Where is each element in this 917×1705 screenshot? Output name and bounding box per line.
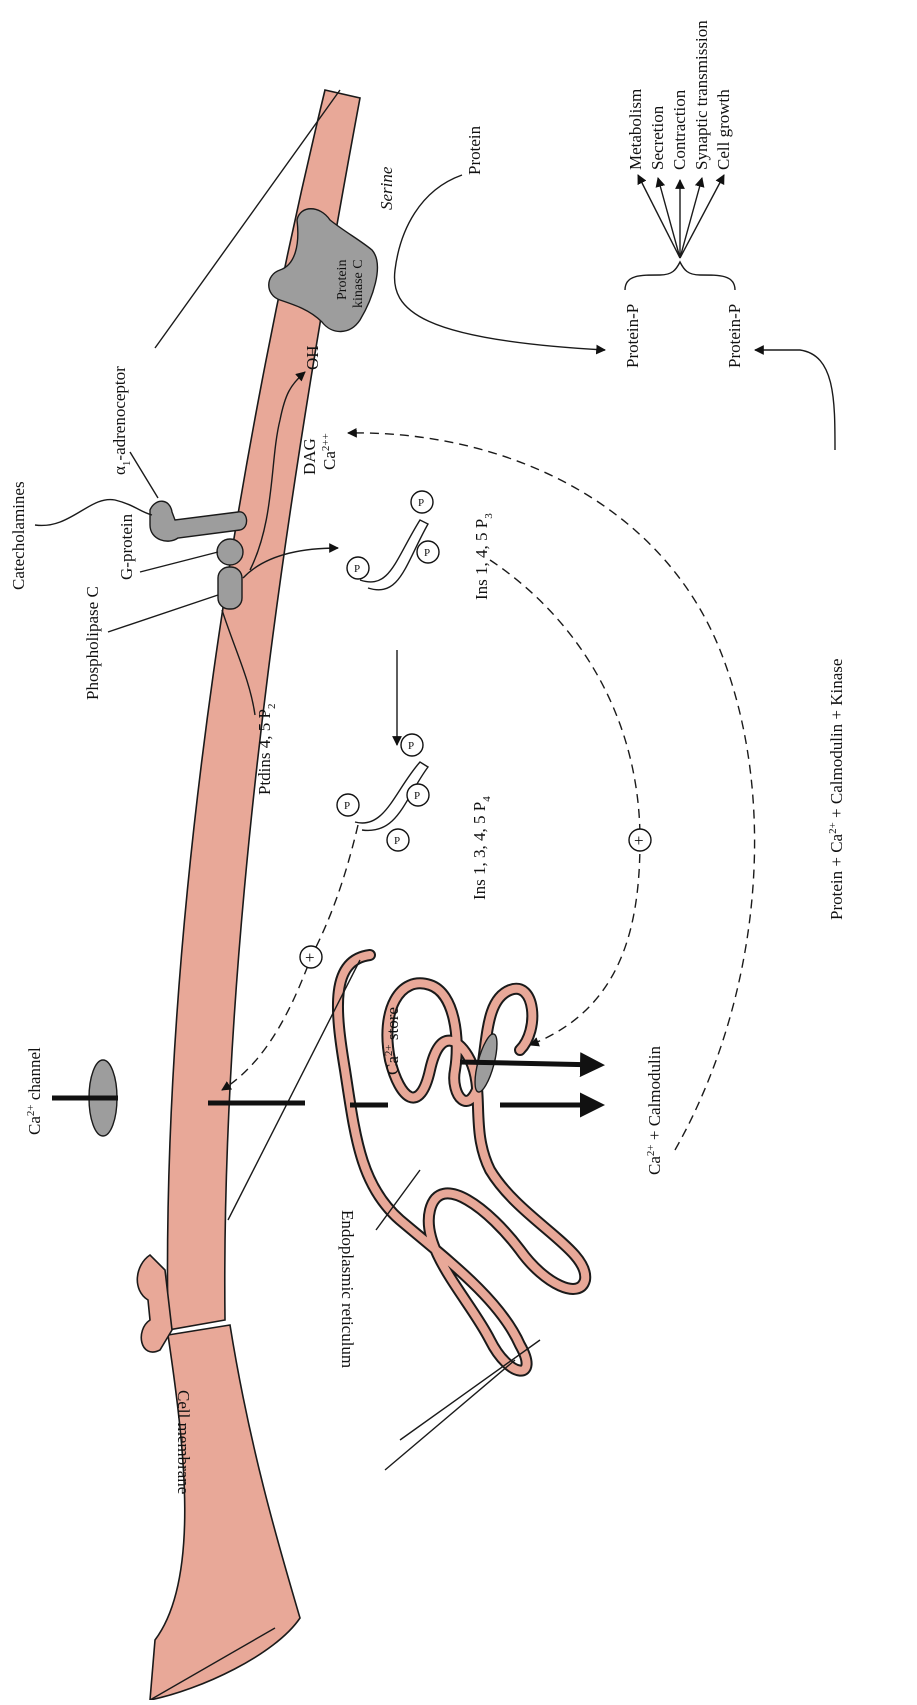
ca-dag-label: Ca2++ bbox=[320, 433, 339, 470]
ip4-plus-text: + bbox=[305, 948, 315, 967]
ip4-label: Ins 1, 3, 4, 5 P4 bbox=[470, 796, 493, 900]
er-outline bbox=[338, 955, 585, 1371]
ip3-phosphate-2-text: P bbox=[424, 547, 430, 559]
protein-p-label-2: Protein-P bbox=[725, 304, 744, 368]
alpha1-adrenoceptor-label: α1-adrenoceptor bbox=[110, 366, 133, 475]
alpha1-connector bbox=[130, 452, 158, 498]
arrow-metabolism bbox=[638, 175, 680, 258]
g-protein-label: G-protein bbox=[117, 513, 136, 580]
er-perspective-4 bbox=[385, 1360, 515, 1470]
arrow-growth bbox=[680, 175, 724, 258]
dag-label: DAG bbox=[300, 438, 319, 475]
phospholipase-connector bbox=[108, 595, 218, 632]
ip4-phosphate-3-text: P bbox=[414, 790, 420, 802]
g-protein-connector bbox=[140, 552, 218, 572]
ip3-phosphate-1-text: P bbox=[354, 563, 360, 575]
effect-contraction: Contraction bbox=[670, 89, 689, 170]
ip3-to-er-dashed bbox=[490, 560, 640, 1045]
endoplasmic-reticulum bbox=[228, 955, 585, 1470]
protein-label: Protein bbox=[465, 125, 484, 175]
serine-label: Serine bbox=[377, 166, 396, 210]
ca-calmodulin-label: Ca2+ + Calmodulin bbox=[645, 1046, 664, 1175]
ptdins-label: Ptdins 4, 5 P2 bbox=[255, 704, 278, 795]
oh-label: OH bbox=[303, 345, 322, 370]
catecholamines-label: Catecholamines bbox=[9, 481, 28, 590]
er-fill bbox=[338, 955, 585, 1371]
protein-to-protein-p-arrow bbox=[395, 175, 605, 350]
er-perspective-3 bbox=[400, 1340, 540, 1440]
equation-to-protein-p-arrow bbox=[755, 350, 835, 450]
calmodulin-kinase-equation: Protein + Ca2+ + Calmodulin + Kinase bbox=[827, 659, 846, 920]
cell-membrane-label: Cell membrane bbox=[174, 1390, 193, 1494]
alpha1-adrenoceptor-shape bbox=[150, 501, 247, 541]
g-protein-shape bbox=[217, 539, 243, 565]
arrow-synaptic bbox=[680, 178, 702, 258]
er-label: Endoplasmic reticulum bbox=[338, 1210, 357, 1368]
effect-growth: Cell growth bbox=[714, 89, 733, 170]
protein-p-label-1: Protein-P bbox=[623, 304, 642, 368]
cell-membrane bbox=[137, 90, 360, 1700]
ip4-phosphate-2-text: P bbox=[394, 835, 400, 847]
pkc-label-line1: Protein bbox=[335, 260, 350, 300]
ip4-phosphate-1-text: P bbox=[344, 800, 350, 812]
receptor-complex bbox=[150, 501, 247, 609]
effect-secretion: Secretion bbox=[648, 105, 667, 170]
membrane-lower-wall bbox=[150, 1325, 300, 1700]
phospholipase-c-shape bbox=[218, 567, 242, 609]
ip4-phosphate-4-text: P bbox=[408, 740, 414, 752]
ip3-plus-text: + bbox=[634, 831, 644, 850]
ca-store-label: Ca2+ store bbox=[383, 1007, 402, 1075]
ip3-molecule: P P P bbox=[347, 491, 439, 590]
arrow-secretion bbox=[658, 178, 680, 258]
effect-synaptic: Synaptic transmission bbox=[692, 20, 711, 170]
pkc-label-line2: kinase C bbox=[351, 259, 366, 308]
ip3-phosphate-3-text: P bbox=[418, 497, 424, 509]
er-release-arrow-1 bbox=[460, 1062, 600, 1065]
effect-metabolism: Metabolism bbox=[626, 89, 645, 170]
ca-channel-label: Ca2+ channel bbox=[25, 1047, 44, 1135]
effects-brace bbox=[625, 262, 735, 290]
ip4-molecule: P P P P bbox=[337, 734, 429, 851]
ip3-label: Ins 1, 4, 5 P3 bbox=[472, 513, 495, 600]
phospholipase-c-label: Phospholipase C bbox=[83, 586, 102, 700]
